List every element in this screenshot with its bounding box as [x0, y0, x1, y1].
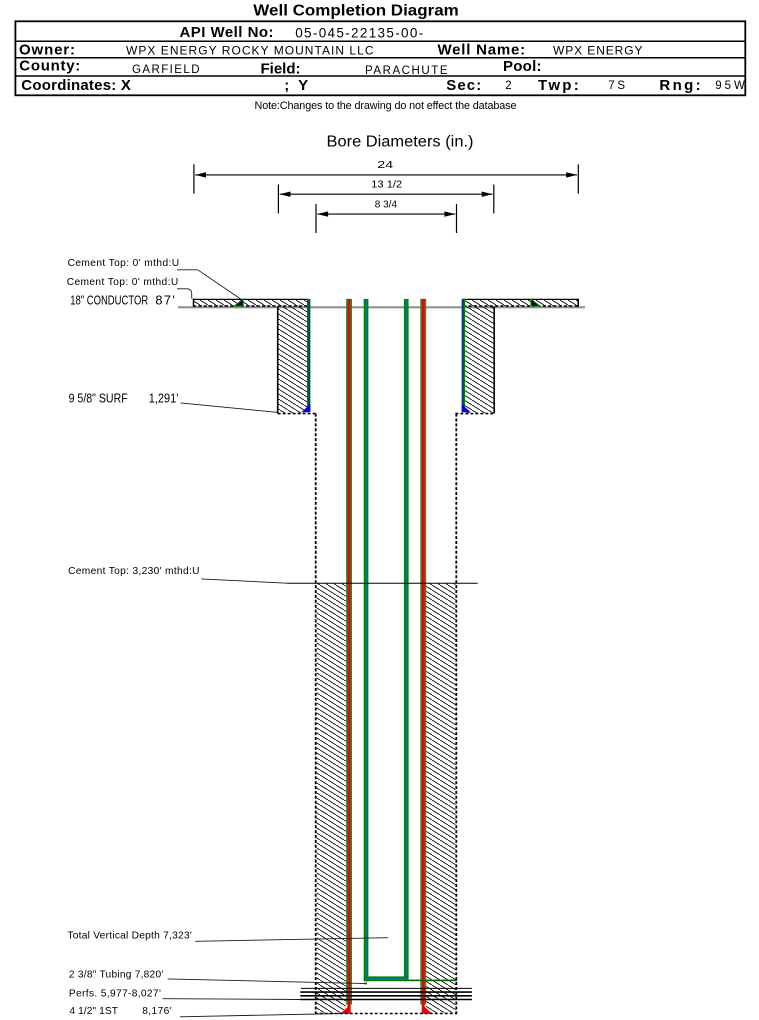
svg-text:18" CONDUCTOR: 18" CONDUCTOR	[70, 293, 148, 308]
svg-text:Well Completion Diagram: Well Completion Diagram	[253, 2, 458, 19]
svg-text:WPX ENERGY ROCKY MOUNTAIN LLC: WPX ENERGY ROCKY MOUNTAIN LLC	[126, 44, 374, 58]
svg-text:2 3/8" Tubing 7,820': 2 3/8" Tubing 7,820'	[69, 970, 163, 981]
svg-text:Field:: Field:	[261, 60, 301, 77]
svg-text:13 1/2: 13 1/2	[371, 179, 402, 191]
svg-text:05-045-22135-00-: 05-045-22135-00-	[295, 26, 423, 41]
svg-text:1,291': 1,291'	[149, 391, 179, 406]
svg-text:8 3/4: 8 3/4	[375, 199, 397, 211]
svg-text:WPX ENERGY: WPX ENERGY	[553, 44, 643, 58]
svg-text:Total Vertical Depth 7,323': Total Vertical Depth 7,323'	[67, 930, 191, 941]
svg-text:PARACHUTE: PARACHUTE	[365, 65, 448, 77]
svg-text:Cement Top: 3,230' mthd:U: Cement Top: 3,230' mthd:U	[68, 566, 199, 577]
svg-text:24: 24	[377, 159, 393, 171]
svg-text:95W: 95W	[715, 80, 745, 92]
svg-text:Bore Diameters (in.): Bore Diameters (in.)	[327, 134, 474, 151]
svg-text:Coordinates: X: Coordinates: X	[21, 77, 131, 94]
svg-text:Twp:: Twp:	[538, 77, 579, 94]
svg-text:4 1/2" 1ST: 4 1/2" 1ST	[70, 1006, 119, 1017]
svg-text:87': 87'	[155, 293, 176, 308]
svg-text:Well Name:: Well Name:	[438, 41, 526, 58]
svg-text:Note:Changes to the drawing do: Note:Changes to the drawing do not effec…	[255, 100, 517, 112]
svg-text:Pool:: Pool:	[503, 58, 542, 75]
svg-text:; Y: ; Y	[284, 77, 308, 94]
svg-text:8,176': 8,176'	[142, 1006, 172, 1017]
svg-text:9 5/8" SURF: 9 5/8" SURF	[69, 391, 128, 406]
svg-text:Cement Top: 0' mthd:U: Cement Top: 0' mthd:U	[67, 277, 179, 288]
svg-text:7S: 7S	[608, 80, 625, 92]
svg-text:GARFIELD: GARFIELD	[132, 64, 200, 76]
svg-text:Cement Top: 0' mthd:U: Cement Top: 0' mthd:U	[68, 258, 180, 269]
svg-text:2: 2	[505, 80, 511, 92]
svg-text:County:: County:	[19, 58, 80, 75]
svg-text:Perfs. 5,977-8,027': Perfs. 5,977-8,027'	[69, 988, 161, 999]
svg-text:API Well No:: API Well No:	[180, 24, 274, 41]
svg-text:Sec:: Sec:	[446, 77, 481, 94]
svg-text:Rng:: Rng:	[659, 77, 700, 94]
svg-text:Owner:: Owner:	[19, 41, 75, 58]
